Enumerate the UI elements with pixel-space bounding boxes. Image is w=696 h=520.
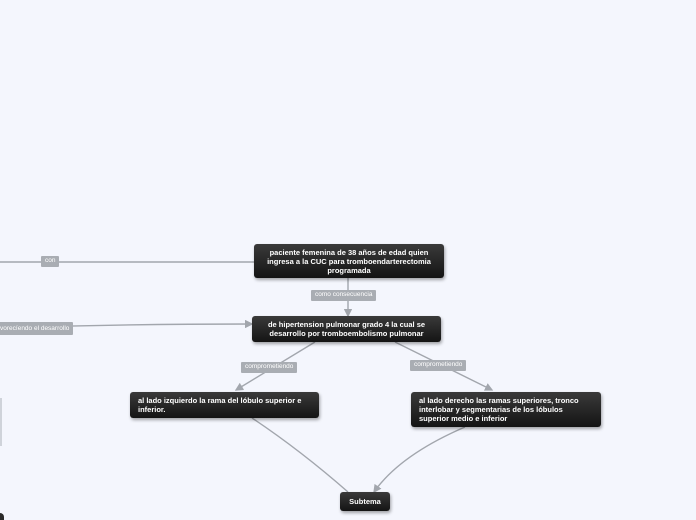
node-left-branch[interactable]: al lado izquierdo la rama del lóbulo sup… — [130, 392, 319, 418]
offscreen-node-corner — [0, 513, 4, 520]
node-hypertension[interactable]: de hipertension pulmonar grado 4 la cual… — [252, 316, 441, 342]
connector-right-subtopic — [373, 426, 466, 494]
node-subtopic[interactable]: Subtema — [340, 492, 390, 511]
node-patient[interactable]: paciente femenina de 38 años de edad qui… — [254, 244, 444, 278]
node-hypertension-text: de hipertension pulmonar grado 4 la cual… — [267, 320, 426, 338]
node-left-branch-text: al lado izquierdo la rama del lóbulo sup… — [138, 396, 302, 414]
label-compromising-left[interactable]: comprometiendo — [241, 362, 298, 373]
label-favoring[interactable]: vorecíendo el desarrollo — [0, 322, 74, 335]
offscreen-node-edge — [0, 398, 2, 446]
node-subtopic-text: Subtema — [349, 497, 381, 506]
label-con[interactable]: con — [41, 256, 60, 267]
node-right-branch-text: al lado derecho las ramas superiores, tr… — [419, 396, 579, 423]
node-right-branch[interactable]: al lado derecho las ramas superiores, tr… — [411, 392, 601, 427]
label-compromising-right[interactable]: comprometiendo — [410, 360, 467, 371]
node-patient-text: paciente femenina de 38 años de edad qui… — [267, 247, 431, 275]
label-consequence[interactable]: como consecuencia — [311, 290, 377, 301]
connector-left-subtopic — [251, 417, 349, 493]
